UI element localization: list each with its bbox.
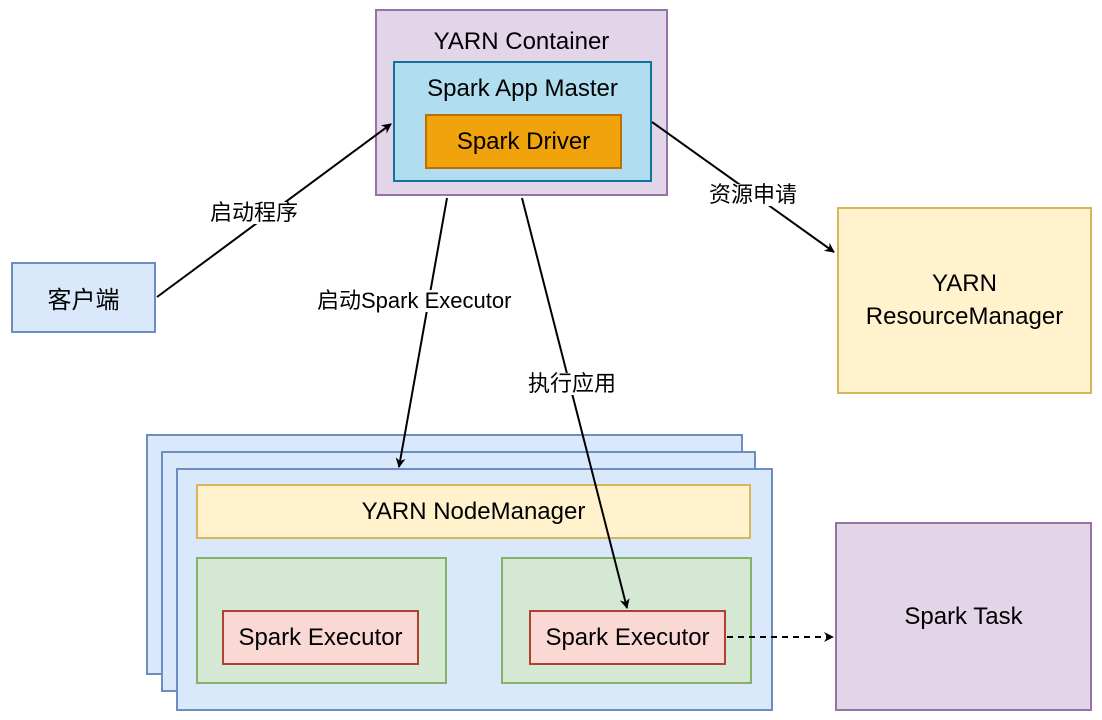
- yarn-container-label: YARN Container: [433, 28, 610, 55]
- edge-label-resource-request: 资源申请: [709, 182, 798, 207]
- spark-app-master-label: Spark App Master: [427, 75, 618, 102]
- spark-task-label: Spark Task: [904, 602, 1023, 630]
- resource-manager-label: YARN ResourceManager: [865, 270, 1064, 330]
- edge-label-start-program: 启动程序: [210, 200, 299, 225]
- executor-left-label: Spark Executor: [238, 623, 403, 651]
- edge-start-executor: [395, 197, 448, 468]
- resource-manager: YARN ResourceManager: [837, 207, 1092, 394]
- spark-driver: Spark Driver: [425, 114, 622, 169]
- executor-right: Spark Executor: [529, 610, 726, 665]
- executor-right-label: Spark Executor: [545, 623, 710, 651]
- spark-task: Spark Task: [835, 522, 1092, 711]
- edge-label-execute-app: 执行应用: [528, 371, 617, 396]
- edge-execute-app: [521, 197, 630, 609]
- client-node: 客户端: [11, 262, 156, 333]
- node-manager: YARN NodeManager: [196, 484, 751, 539]
- node-manager-label: YARN NodeManager: [361, 497, 586, 525]
- edge-label-start-executor: 启动Spark Executor: [317, 288, 512, 313]
- client-label: 客户端: [47, 287, 120, 314]
- spark-driver-label: Spark Driver: [456, 127, 591, 155]
- executor-left: Spark Executor: [222, 610, 419, 665]
